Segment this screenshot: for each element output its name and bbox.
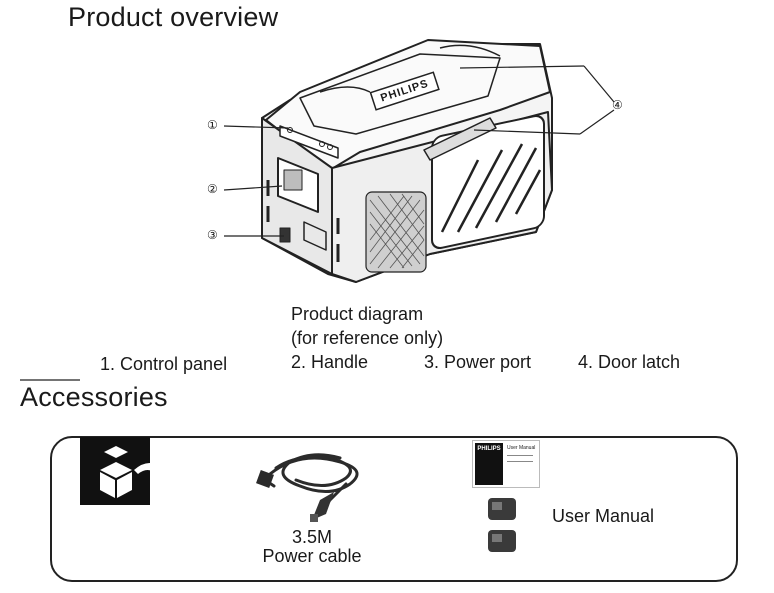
callout-3: ③ — [207, 228, 218, 242]
part-door-latch: 4. Door latch — [578, 352, 681, 372]
accessories-title: Accessories — [20, 382, 168, 412]
manual-label: User Manual — [552, 506, 655, 526]
callout-4: ④ — [612, 98, 623, 112]
part-power-port: 3. Power port — [424, 352, 532, 372]
manual-header: User Manual — [507, 445, 536, 451]
part-handle: 2. Handle — [291, 352, 369, 372]
manual-booklet-icon: PHILIPS User Manual — [472, 440, 540, 488]
cable-name: Power cable — [262, 546, 362, 566]
part-control-panel: 1. Control panel — [100, 354, 228, 374]
accessories-box — [50, 436, 738, 582]
diagram-caption-line2: (for reference only) — [291, 328, 444, 348]
callout-2: ② — [207, 182, 218, 196]
callout-1: ① — [207, 118, 218, 132]
manual-brand: PHILIPS — [477, 446, 501, 452]
cable-length: 3.5M — [291, 527, 333, 547]
page-title: Product overview — [68, 2, 279, 32]
diagram-caption-line1: Product diagram — [291, 304, 424, 324]
